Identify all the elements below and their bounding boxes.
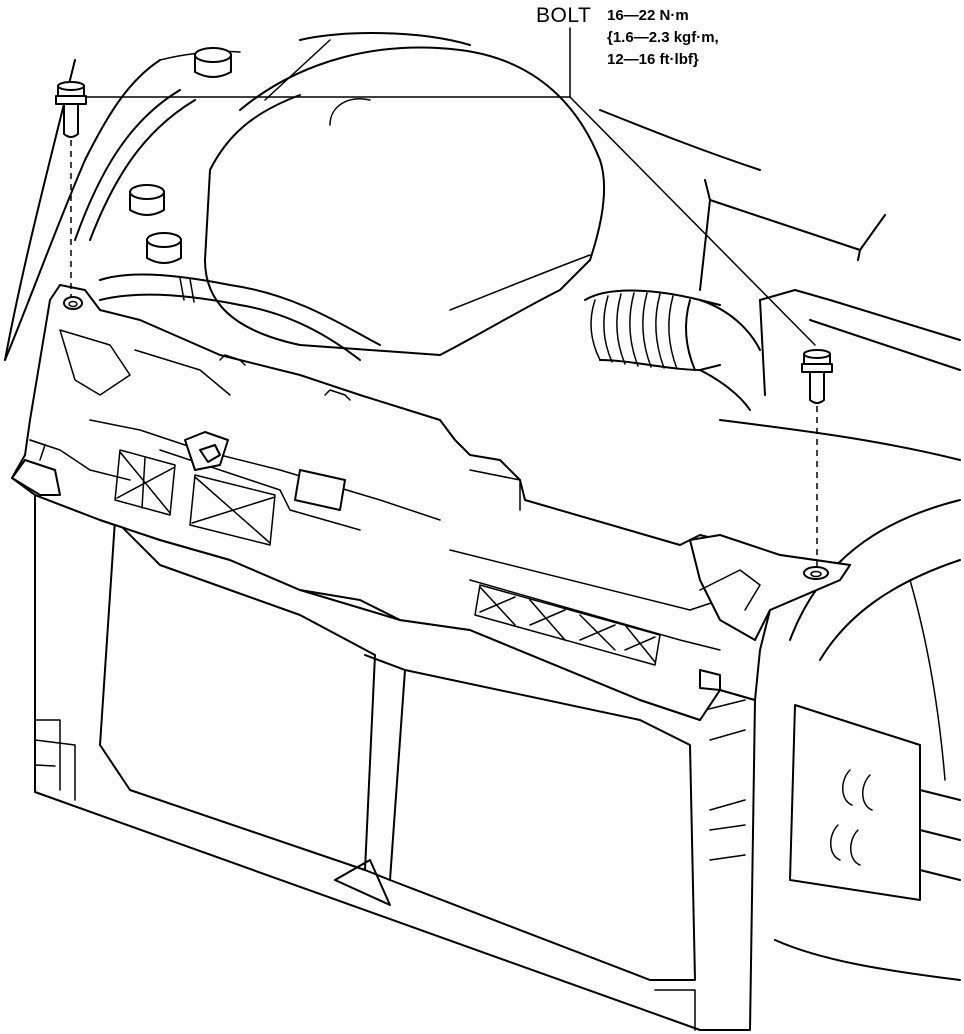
engine-bay-background — [4, 32, 961, 981]
torque-kgfm: {1.6—2.3 kgf·m, — [607, 29, 719, 46]
bolt-left-icon — [55, 81, 87, 298]
torque-ftlbf: 12—16 ft·lbf} — [607, 51, 699, 68]
bolt-right-icon — [801, 349, 833, 566]
torque-nm: 16—22 N·m — [607, 7, 689, 24]
grille-lattice-left — [114, 449, 276, 546]
reservoir-cap-2 — [129, 184, 165, 216]
callout-leader-lines — [85, 27, 816, 346]
reservoir-cap-3 — [146, 232, 182, 264]
torque-spec: 16—22 N·m {1.6—2.3 kgf·m, 12—16 ft·lbf} — [607, 5, 719, 71]
bolt-label: BOLT — [536, 4, 592, 27]
grille-lattice-right — [474, 584, 661, 666]
intake-hose — [584, 289, 761, 411]
radiator-support — [11, 284, 851, 1031]
headlamp-bracket — [789, 704, 961, 901]
reservoir-cap-1 — [194, 47, 232, 78]
